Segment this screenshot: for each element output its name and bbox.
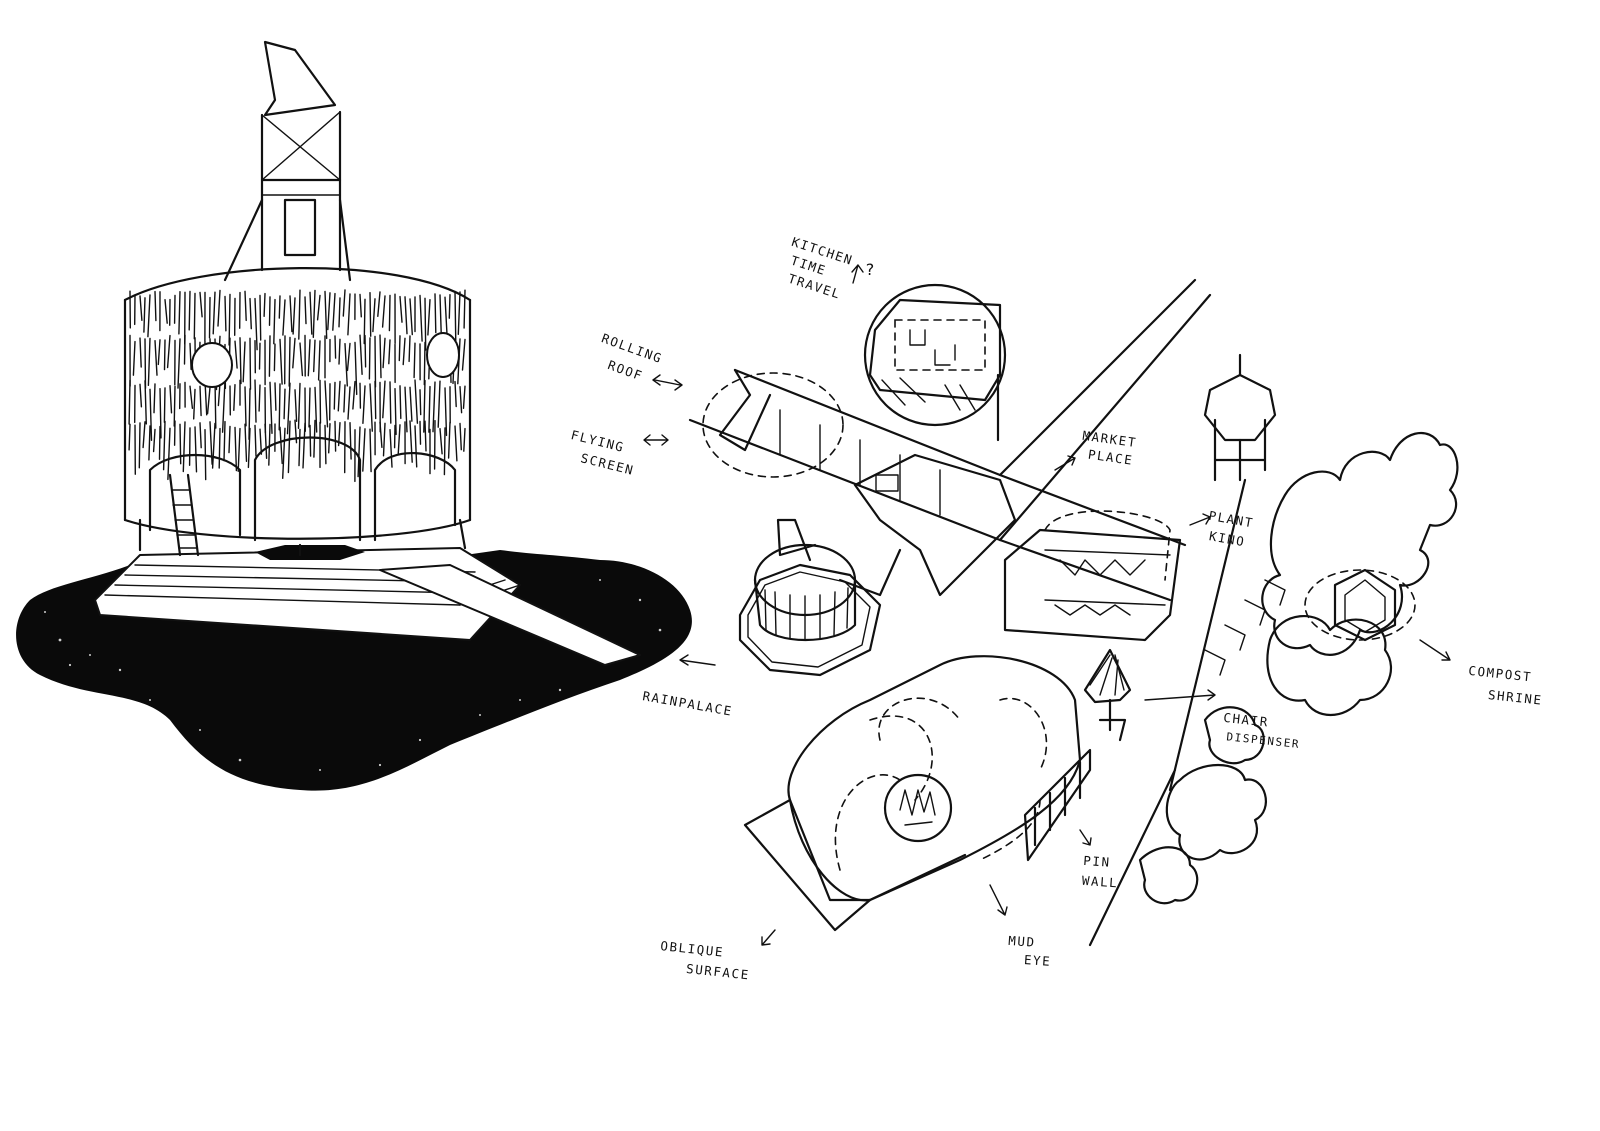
label-kitchen-question: ? [865,260,876,279]
label-mud-eye: MUD EYE [1008,933,1052,969]
platform-pit [255,545,365,560]
ladder [168,473,200,557]
svg-text:ROOF: ROOF [606,357,645,384]
kitchen-module [863,283,1007,442]
flying-screen [853,453,1017,597]
rainpalace-plan [738,518,902,677]
svg-text:SCREEN: SCREEN [579,450,636,478]
svg-text:KINO: KINO [1208,528,1247,549]
chair-dispenser [1083,648,1132,742]
mud-eye [883,773,953,843]
svg-text:FLYING: FLYING [569,427,626,455]
pin-wall [1023,748,1092,862]
label-plant-kino: PLANT KINO [1208,508,1256,550]
svg-text:MUD: MUD [1008,933,1036,950]
svg-text:CHAIR: CHAIR [1223,710,1270,730]
label-rainpalace: RAINPALACE [641,688,733,719]
svg-text:SHRINE: SHRINE [1487,687,1543,708]
compost-shrine-structure [1304,568,1416,642]
tower-mast [223,40,352,282]
plant-kino [1003,510,1182,642]
svg-text:COMPOST: COMPOST [1468,663,1533,685]
label-compost-shrine: COMPOST SHRINE [1468,663,1544,708]
svg-text:OBLIQUE: OBLIQUE [660,938,725,960]
site-plan [688,278,1459,947]
svg-text:PLANT: PLANT [1208,508,1256,531]
svg-text:SURFACE: SURFACE [685,961,750,983]
svg-text:EYE: EYE [1023,952,1051,969]
label-oblique-surface: OBLIQUE SURFACE [660,938,751,983]
svg-text:PIN: PIN [1083,853,1111,870]
rainpalace-perspective [16,40,692,791]
tree-canopy [1261,431,1459,656]
oblique-surface [743,655,1082,932]
labels: KITCHEN TIME TRAVEL ? ROLLING ROOF FLYIN… [569,234,1544,983]
rolling-roof [702,368,941,516]
svg-text:DISPENSER: DISPENSER [1226,730,1301,751]
ground-speckle [44,579,662,771]
label-market-place: MARKET PLACE [1082,428,1138,468]
porthole-left [191,342,233,388]
svg-text:PLACE: PLACE [1087,447,1134,468]
svg-text:TRAVEL: TRAVEL [786,271,843,302]
label-flying-screen: FLYING SCREEN [569,427,636,478]
svg-text:WALL: WALL [1081,873,1118,891]
label-pin-wall: PIN WALL [1081,853,1118,891]
reed-cylinder [123,267,472,540]
cross-pavilion [1203,353,1277,482]
annotation-arrows [643,264,1451,946]
porthole-right [426,332,460,378]
ramp-bridge [379,564,641,666]
arch-openings [148,436,457,542]
fence-path [1088,478,1247,947]
label-kitchen-time-travel: KITCHEN TIME TRAVEL [786,234,855,302]
main-path [688,278,1212,542]
